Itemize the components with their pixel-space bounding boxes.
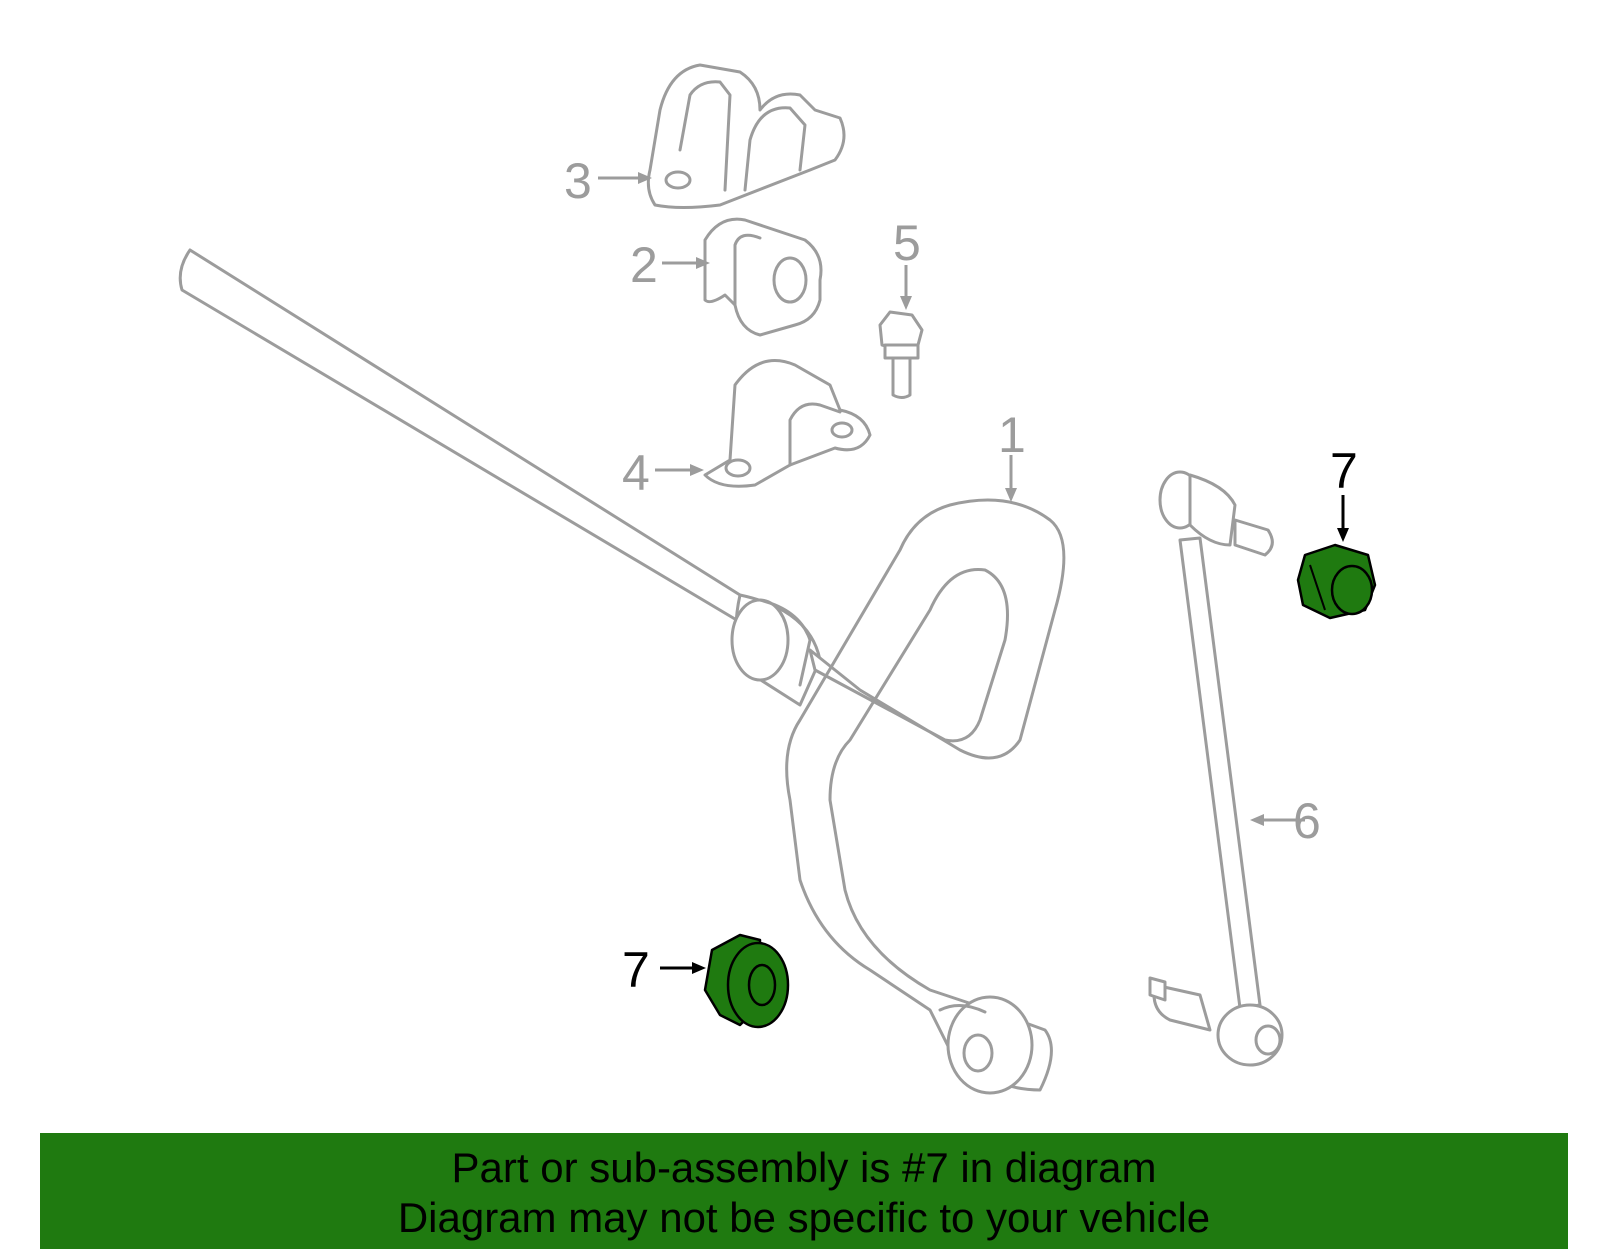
callout-7-lower: 7 [622,942,650,998]
bolt [878,310,924,399]
bushing [703,217,823,337]
callout-3: 3 [564,153,592,209]
flange-nut-lower[interactable] [703,933,790,1029]
stabilizer-link [1148,470,1284,1067]
callout-1: 1 [998,407,1026,463]
callout-7-upper: 7 [1330,443,1358,499]
callout-2: 2 [630,237,658,293]
callout-4: 4 [622,445,650,501]
banner-line-2: Diagram may not be specific to your vehi… [397,1194,1211,1241]
bracket-upper [646,63,846,209]
callout-6: 6 [1293,793,1321,849]
stabilizer-bar [178,248,1066,1095]
callout-5: 5 [893,215,921,271]
banner-line-1: Part or sub-assembly is #7 in diagram [451,1144,1157,1191]
bracket-lower [703,359,872,488]
callout-arrows [598,172,1349,974]
flange-nut-upper[interactable] [1296,543,1377,620]
info-banner: Part or sub-assembly is #7 in diagram Di… [40,1133,1568,1249]
